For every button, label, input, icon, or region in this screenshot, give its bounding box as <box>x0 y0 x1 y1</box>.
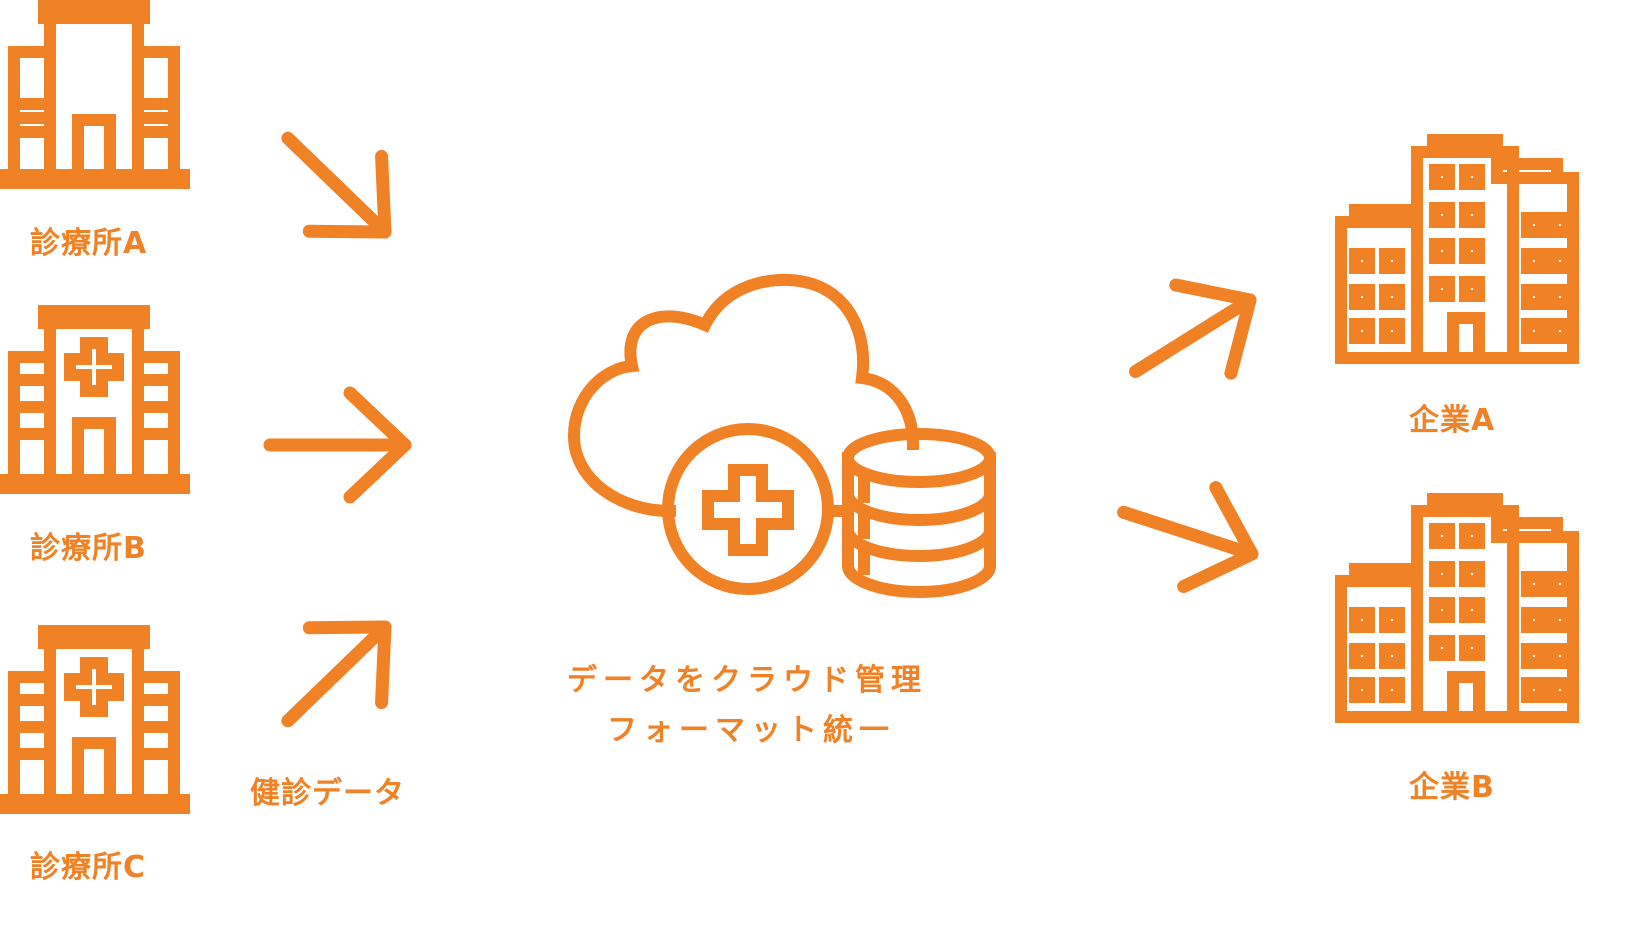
clinic-a-label: 診療所A <box>30 226 148 261</box>
company-b-icon <box>1341 499 1573 717</box>
clinic-b-icon <box>4 311 184 488</box>
input-data-label: 健診データ <box>250 776 405 811</box>
company-b-label: 企業B <box>1409 770 1495 805</box>
arrow-up-right-icon <box>1108 256 1278 416</box>
cloud-medical-database-icon <box>567 273 997 599</box>
clinic-c-icon <box>4 631 184 808</box>
clinic-b-label: 診療所B <box>30 531 147 566</box>
arrow-up-right-icon <box>252 590 421 759</box>
arrow-down-right-icon <box>1108 463 1269 604</box>
arrow-down-right-icon <box>252 101 421 270</box>
company-a-label: 企業A <box>1409 403 1496 438</box>
company-a-icon <box>1341 140 1573 358</box>
hub-caption-line1: データをクラウド管理 <box>567 663 927 698</box>
hub-caption-line2: フォーマット統一 <box>607 713 895 748</box>
clinic-c-label: 診療所C <box>30 850 147 885</box>
clinic-a-icon <box>4 6 184 183</box>
arrow-right-icon <box>270 393 405 497</box>
